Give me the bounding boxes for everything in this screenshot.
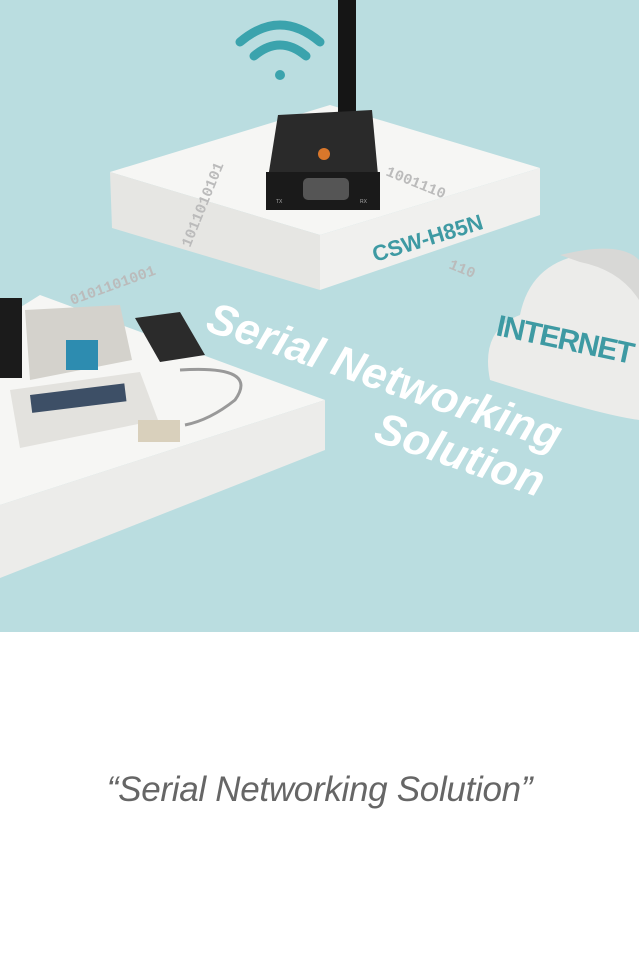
binary-text: 0101101001 — [68, 263, 158, 310]
serial-device: TX RX — [266, 110, 380, 210]
binary-text: 110 — [446, 257, 477, 283]
antenna — [338, 0, 356, 120]
hero-illustration: TX RX CSW-H85N 1011010101 0101101001 100… — [0, 0, 639, 632]
rx-label: RX — [360, 199, 368, 205]
wifi-icon — [235, 20, 325, 80]
caption: “Serial Networking Solution” — [106, 770, 533, 809]
illustration-svg: TX RX CSW-H85N 1011010101 0101101001 100… — [0, 0, 639, 578]
cloud-icon — [488, 248, 639, 420]
tx-label: TX — [276, 199, 283, 205]
serial-equipment — [0, 298, 243, 448]
